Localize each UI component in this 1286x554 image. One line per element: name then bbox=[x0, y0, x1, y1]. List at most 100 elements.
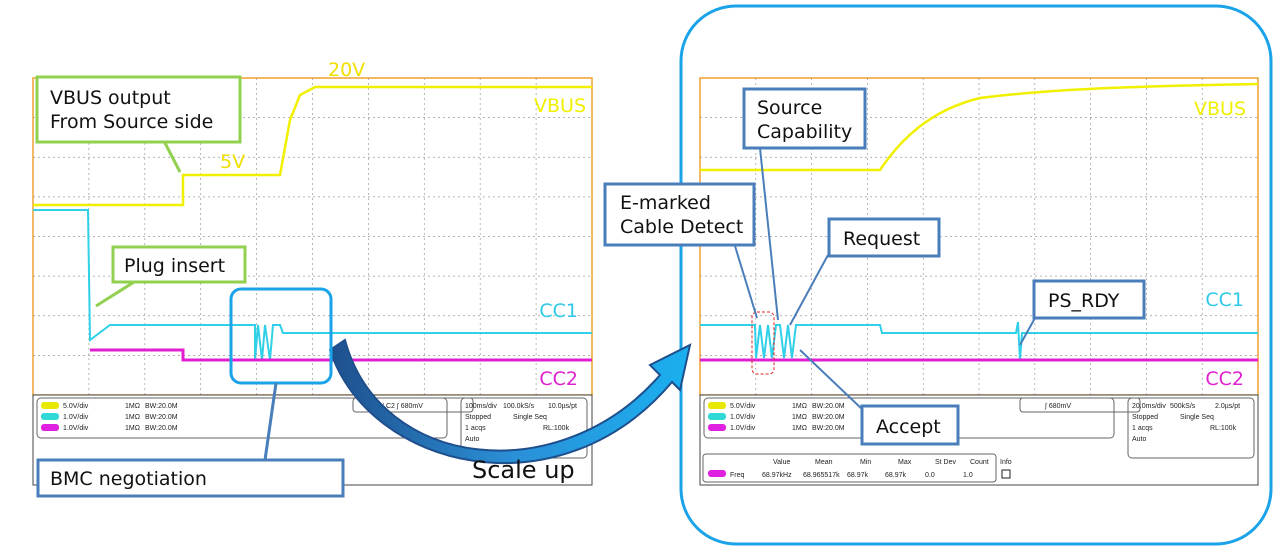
channel-impedance: 1MΩ bbox=[125, 403, 140, 410]
timebase-rl: RL:100k bbox=[543, 425, 570, 432]
callout-source-cap-line1: Source bbox=[757, 97, 822, 119]
channel-scale: 1.0V/div bbox=[730, 425, 756, 432]
left-cc2-label: CC2 bbox=[539, 368, 578, 390]
callout-source-cap-line2: Capability bbox=[757, 121, 852, 143]
channel-scale: 1.0V/div bbox=[63, 414, 89, 421]
callout-vbus-output bbox=[35, 75, 242, 144]
callout-request-text: Request bbox=[843, 228, 920, 250]
callout-request bbox=[827, 217, 941, 258]
callout-emarked-line1: E-marked bbox=[620, 192, 711, 214]
callout-bmc-text: BMC negotiation bbox=[50, 468, 207, 490]
left-grid bbox=[33, 78, 592, 395]
label-5v: 5V bbox=[220, 151, 245, 173]
channel-badge bbox=[41, 402, 59, 409]
timebase-rate: 100.0kS/s bbox=[503, 403, 535, 410]
left-cc1-label: CC1 bbox=[539, 300, 578, 322]
channel-bandwidth: BW:20.0M bbox=[812, 414, 845, 421]
right-vbus-trace bbox=[700, 82, 1259, 172]
timebase-acqs: 1 acqs bbox=[465, 425, 486, 432]
measure-header: Min bbox=[860, 459, 871, 466]
measure-value: 68.97k bbox=[885, 472, 907, 479]
callout-ps-rdy-text: PS_RDY bbox=[1048, 290, 1120, 312]
measure-value: 68.965517k bbox=[803, 472, 840, 479]
measure-name: Freq bbox=[730, 472, 745, 479]
trigger-box bbox=[1019, 397, 1141, 413]
timebase-mode: Single Seq bbox=[1180, 414, 1214, 421]
right-grid bbox=[700, 78, 1258, 395]
callout-accept-text: Accept bbox=[876, 416, 941, 438]
trigger-text: ∫ 680mV bbox=[1044, 403, 1071, 410]
timebase-auto: Auto bbox=[465, 436, 480, 443]
measure-header: Info bbox=[1000, 459, 1012, 466]
callout-source-cap bbox=[742, 87, 867, 150]
channel-impedance: 1MΩ bbox=[792, 403, 807, 410]
callout-ps-rdy bbox=[1032, 279, 1146, 320]
callout-emarked-line2: Cable Detect bbox=[620, 216, 743, 238]
measure-header: Count bbox=[970, 459, 989, 466]
channel-impedance: 1MΩ bbox=[125, 425, 140, 432]
channel-badge bbox=[41, 424, 59, 431]
left-cc2-trace bbox=[90, 348, 592, 362]
channel-scale: 5.0V/div bbox=[63, 403, 89, 410]
channel-scale: 1.0V/div bbox=[730, 414, 756, 421]
measure-value: 68.97k bbox=[847, 472, 869, 479]
channel-bandwidth: BW:20.0M bbox=[145, 414, 178, 421]
measure-header: Value bbox=[773, 459, 790, 466]
channel-bandwidth: BW:20.0M bbox=[812, 403, 845, 410]
channel-badge bbox=[708, 402, 726, 409]
callout-plug-insert-text: Plug insert bbox=[124, 255, 225, 277]
channel-bandwidth: BW:20.0M bbox=[812, 425, 845, 432]
measure-value: 68.97kHz bbox=[762, 472, 792, 479]
timebase-div: 100ms/div bbox=[465, 403, 497, 410]
timebase-mode: Single Seq bbox=[513, 414, 547, 421]
timebase-rl: RL:100k bbox=[1210, 425, 1237, 432]
right-cc2-label: CC2 bbox=[1205, 368, 1244, 390]
left-vbus-label: VBUS bbox=[534, 95, 586, 117]
channel-box bbox=[36, 397, 448, 439]
callout-accept bbox=[860, 404, 960, 446]
emarked-highlight bbox=[751, 311, 775, 375]
left-vbus-trace bbox=[33, 85, 592, 207]
scale-up-arrow bbox=[328, 338, 692, 464]
callout-vbus-line2: From Source side bbox=[50, 111, 213, 133]
channel-badge bbox=[708, 413, 726, 420]
right-vbus-label: VBUS bbox=[1194, 98, 1246, 120]
timebase-div: 20.0ms/div bbox=[1132, 403, 1166, 410]
channel-bandwidth: BW:20.0M bbox=[145, 425, 178, 432]
bmc-highlight bbox=[229, 287, 333, 385]
measure-header: St Dev bbox=[935, 459, 957, 466]
channel-impedance: 1MΩ bbox=[792, 425, 807, 432]
channel-badge bbox=[41, 413, 59, 420]
timebase-state: Stopped bbox=[465, 414, 491, 421]
measure-value: 0.0 bbox=[925, 472, 935, 479]
callout-bmc bbox=[36, 458, 345, 498]
channel-scale: 1.0V/div bbox=[63, 425, 89, 432]
info-icon bbox=[1001, 469, 1011, 479]
scale-up-label: Scale up bbox=[472, 456, 575, 484]
right-info-panel bbox=[699, 394, 1259, 486]
callout-plug-insert bbox=[111, 245, 247, 284]
timebase-pt: 2.0µs/pt bbox=[1215, 403, 1240, 410]
right-cc1-trace bbox=[700, 321, 1258, 361]
callout-emarked bbox=[603, 182, 756, 247]
scale-up-frame bbox=[679, 4, 1273, 546]
trigger-text: A' C2 ∫ 680mV bbox=[378, 403, 423, 410]
trigger-box bbox=[352, 397, 474, 413]
timebase-box bbox=[1127, 397, 1255, 459]
measure-header: Max bbox=[898, 459, 912, 466]
channel-bandwidth: BW:20.0M bbox=[145, 403, 178, 410]
left-cc1-trace bbox=[33, 209, 592, 361]
timebase-acqs: 1 acqs bbox=[1132, 425, 1153, 432]
measurement-box bbox=[702, 453, 997, 483]
timebase-rate: 500kS/s bbox=[1170, 403, 1196, 410]
callout-vbus-line1: VBUS output bbox=[50, 87, 171, 109]
channel-impedance: 1MΩ bbox=[125, 414, 140, 421]
channel-badge bbox=[708, 424, 726, 431]
timebase-pt: 10.0µs/pt bbox=[548, 403, 577, 410]
left-scope: VBUS CC1 CC2 20V 5V 5.0V/div 1MΩ BW:20.0M 1… bbox=[32, 59, 593, 486]
timebase-state: Stopped bbox=[1132, 414, 1158, 421]
label-20v: 20V bbox=[328, 59, 365, 81]
measure-channel-badge bbox=[708, 470, 726, 477]
